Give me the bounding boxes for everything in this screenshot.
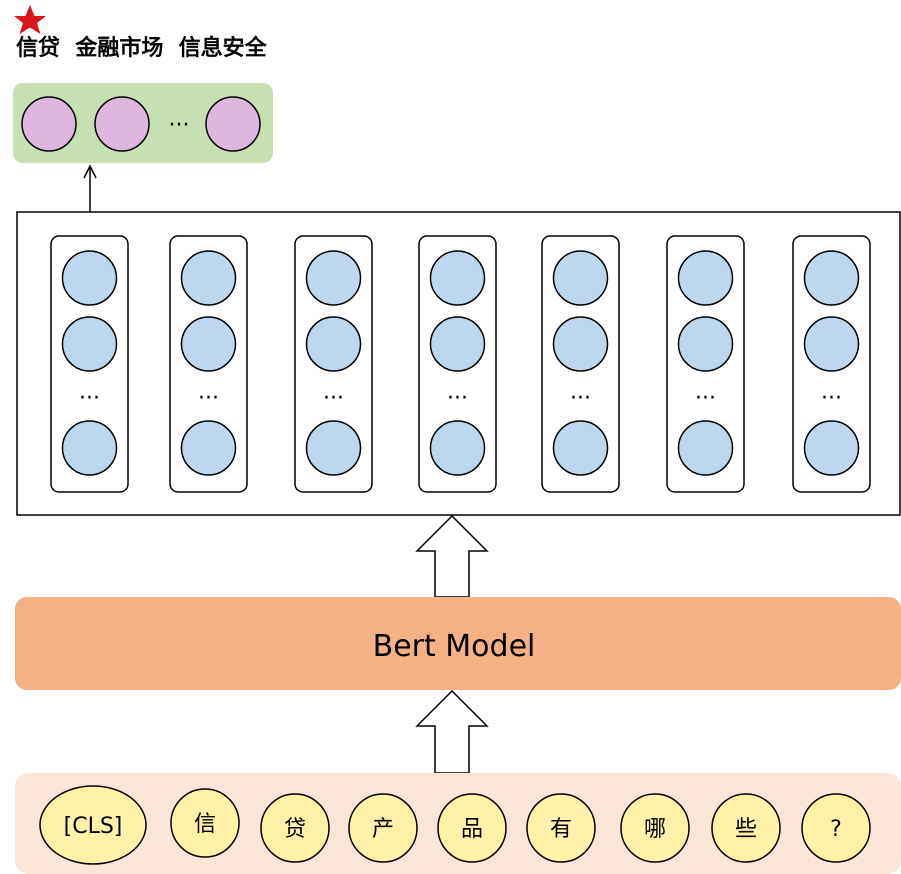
token-vector-columns: ··· ··· ··· ··· ··· ··· ··· (50, 235, 871, 493)
column-ellipsis: ··· (821, 386, 842, 411)
input-token: ? (801, 793, 871, 863)
hidden-node (305, 250, 362, 306)
input-token: 信 (170, 788, 240, 858)
token-label: 有 (550, 817, 572, 842)
hidden-node (429, 316, 486, 372)
bert-model-box (15, 597, 901, 690)
hidden-node (803, 316, 860, 372)
star-icon (14, 5, 46, 34)
token-label: 品 (461, 817, 483, 842)
column-ellipsis: ··· (198, 386, 219, 411)
input-token: 有 (526, 793, 596, 863)
token-vector-column: ··· (666, 235, 745, 493)
token-vector-column: ··· (169, 235, 248, 493)
hidden-node (61, 420, 118, 476)
input-token: 哪 (620, 793, 690, 863)
hidden-node (677, 250, 734, 306)
token-oval (39, 785, 147, 865)
hollow-arrow-up-icon (415, 689, 489, 774)
input-tokens: [CLS] 信 贷 产 品 有 哪 些? (39, 785, 871, 865)
hidden-node (61, 316, 118, 372)
token-vector-column: ··· (541, 235, 620, 493)
bert-model-label: Bert Model (373, 629, 536, 664)
hidden-node (552, 250, 609, 306)
token-vector-column: ··· (792, 235, 871, 493)
token-oval (801, 793, 871, 863)
column-ellipsis: ··· (323, 386, 344, 411)
token-oval (711, 793, 781, 863)
token-oval (348, 793, 418, 863)
token-oval (170, 788, 240, 858)
token-label: 信 (194, 812, 216, 837)
hollow-arrow-up-icon (415, 514, 489, 598)
output-node (94, 96, 150, 152)
token-oval (260, 793, 330, 863)
input-token: 品 (437, 793, 507, 863)
hidden-node (429, 420, 486, 476)
hidden-node (803, 250, 860, 306)
hidden-node (180, 420, 237, 476)
input-token: 产 (348, 793, 418, 863)
token-label: 哪 (644, 817, 666, 842)
hidden-node (305, 420, 362, 476)
input-token: 些 (711, 793, 781, 863)
input-token: 贷 (260, 793, 330, 863)
token-label: 贷 (284, 817, 306, 842)
column-ellipsis: ··· (570, 386, 591, 411)
token-label: [CLS] (64, 814, 123, 839)
token-vector-column: ··· (50, 235, 129, 493)
token-vector-column: ··· (418, 235, 497, 493)
output-ellipsis: ··· (169, 113, 190, 138)
token-oval (526, 793, 596, 863)
hidden-node (180, 316, 237, 372)
output-node (21, 96, 77, 152)
hidden-node (552, 316, 609, 372)
token-label: 些 (735, 817, 757, 842)
hidden-node (180, 250, 237, 306)
column-ellipsis: ··· (447, 386, 468, 411)
output-node (205, 96, 261, 152)
hidden-node (429, 250, 486, 306)
column-ellipsis: ··· (79, 386, 100, 411)
hidden-node (677, 420, 734, 476)
hidden-node (803, 420, 860, 476)
hidden-node (305, 316, 362, 372)
token-oval (620, 793, 690, 863)
token-oval (437, 793, 507, 863)
category-labels: 信贷 金融市场 信息安全 (16, 35, 268, 61)
token-label: 产 (372, 817, 394, 842)
column-ellipsis: ··· (695, 386, 716, 411)
hidden-node (552, 420, 609, 476)
token-vector-column: ··· (294, 235, 373, 493)
token-label: ? (830, 817, 842, 842)
input-token: [CLS] (39, 785, 147, 865)
hidden-node (61, 250, 118, 306)
hidden-node (677, 316, 734, 372)
